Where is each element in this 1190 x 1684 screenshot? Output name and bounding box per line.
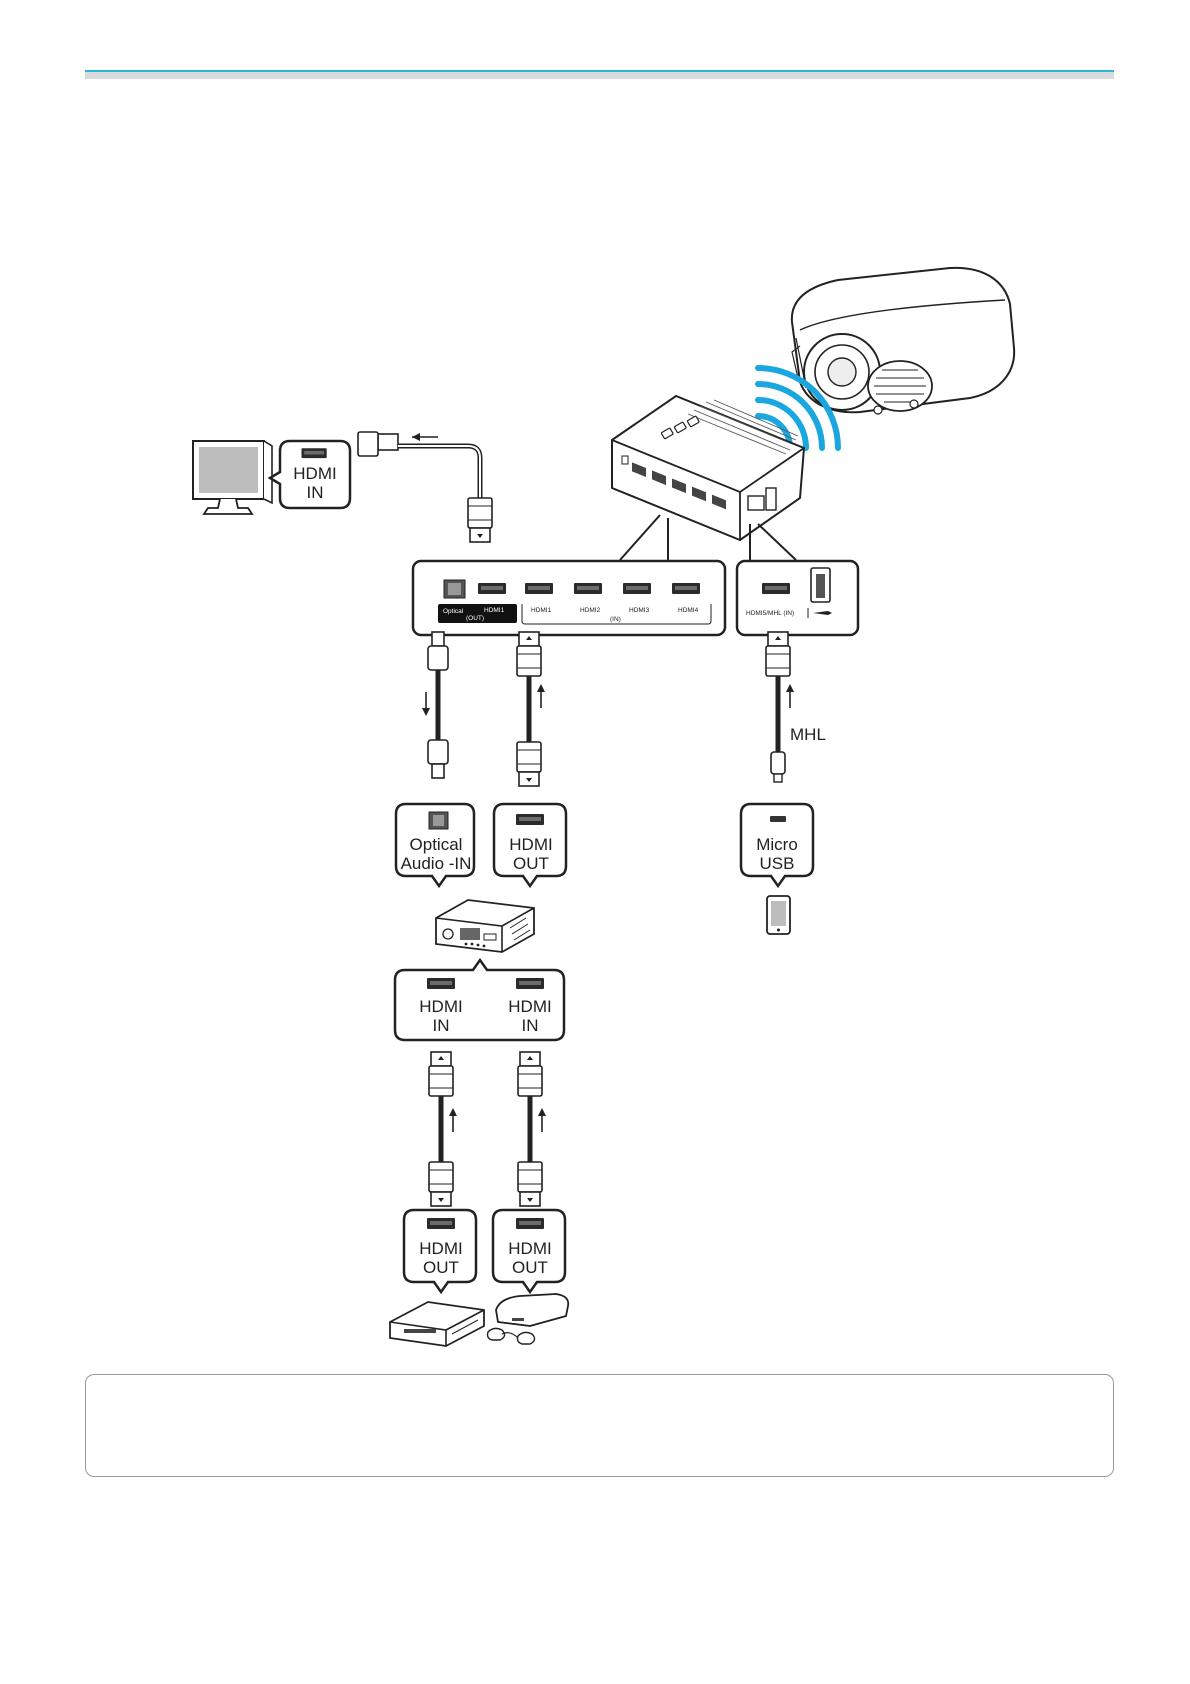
mhl-cable-label: MHL — [790, 725, 826, 744]
hdmi2-in-label: HDMI2 — [580, 607, 601, 614]
projector-icon — [792, 268, 1014, 414]
hdmi-port-icon — [302, 448, 327, 458]
amp-out-bubble-line2: OUT — [513, 854, 549, 873]
optical-bubble-line1: Optical — [410, 835, 463, 854]
hdmi3-in-port-icon — [623, 583, 651, 594]
hdmi-cable-amp-to-box — [517, 632, 545, 786]
player-out-line1: HDMI — [419, 1239, 462, 1258]
hdmi-out-port-label: HDMI1 — [484, 607, 505, 614]
amp-in-right-line1: HDMI — [508, 997, 551, 1016]
blu-ray-player-icon — [390, 1302, 484, 1346]
note-box — [85, 1374, 1114, 1477]
usb-bubble-line2: USB — [760, 854, 795, 873]
hdmi-port-icon — [427, 978, 455, 989]
amp-in-left-line1: HDMI — [419, 997, 462, 1016]
optical-bubble-line2: Audio -IN — [401, 854, 472, 873]
game-console-icon — [488, 1294, 569, 1344]
hdmi-port-icon — [516, 1218, 544, 1229]
console-out-line2: OUT — [512, 1258, 548, 1277]
optical-cable — [422, 632, 448, 778]
amp-out-bubble-line1: HDMI — [509, 835, 552, 854]
mhl-input-panel: HDMI5/MHL (IN) — [737, 561, 858, 635]
hdmi3-in-label: HDMI3 — [629, 607, 650, 614]
in-sub-label: (IN) — [610, 616, 621, 623]
hdmi4-in-port-icon — [672, 583, 700, 594]
hdmi-port-icon — [427, 1218, 455, 1229]
tv-bubble-line2: IN — [307, 483, 324, 502]
tv-icon — [193, 441, 272, 514]
hdmi1-in-label: HDMI1 — [531, 607, 552, 614]
hdmi5-mhl-port-icon — [762, 583, 790, 594]
hdmi2-in-port-icon — [574, 583, 602, 594]
tv-bubble-line1: HDMI — [293, 464, 336, 483]
usb-bubble-line1: Micro — [756, 835, 798, 854]
hdmi-cable-to-tv — [358, 432, 492, 542]
av-receiver-icon — [436, 900, 534, 952]
player-out-line2: OUT — [423, 1258, 459, 1277]
optical-port-label: Optical — [443, 608, 464, 615]
hdmi-cable-console-to-amp — [518, 1052, 546, 1206]
amp-in-left-line2: IN — [433, 1016, 450, 1035]
console-out-line1: HDMI — [508, 1239, 551, 1258]
hdmi-cable-player-to-amp — [429, 1052, 457, 1206]
hdmi-port-icon — [516, 978, 544, 989]
smartphone-icon — [767, 896, 790, 934]
hdmi1-in-port-icon — [525, 583, 553, 594]
hdmi4-in-label: HDMI4 — [678, 607, 699, 614]
hdmi-port-icon — [516, 814, 544, 825]
out-sub-label: (OUT) — [466, 615, 484, 622]
hdmi5-mhl-label: HDMI5/MHL (IN) — [746, 610, 794, 617]
mhl-cable — [766, 632, 794, 782]
amp-in-right-line2: IN — [522, 1016, 539, 1035]
hdmi-out-port-icon — [478, 583, 506, 594]
input-output-panel: Optical HDMI1 (OUT) HDMI1 HDMI2 HDMI3 HD… — [413, 561, 725, 635]
